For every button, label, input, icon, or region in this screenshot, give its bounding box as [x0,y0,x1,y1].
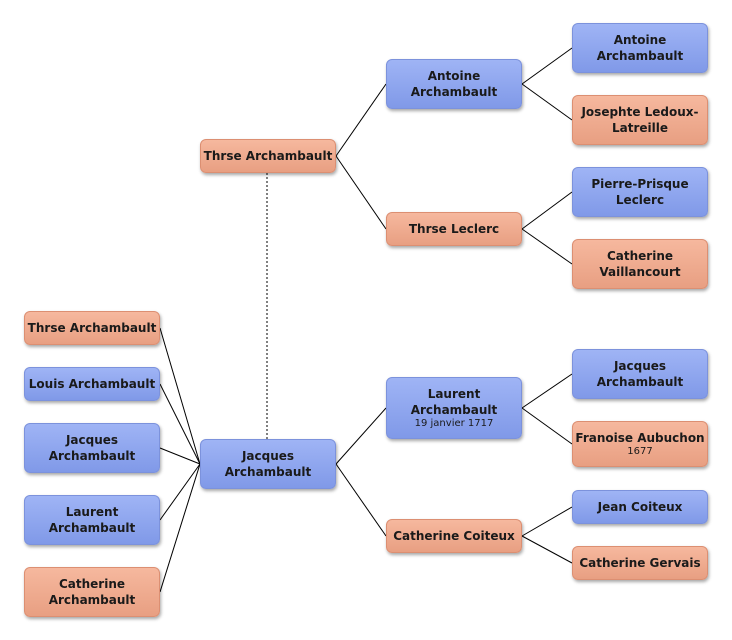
person-name-line1: Jean Coiteux [597,500,683,514]
child-name-line2: Archambault [48,449,136,463]
person-name-line1: Laurent [427,387,481,401]
person-name-line2: Archambault [596,375,684,389]
person-name-line2: Archambault [596,49,684,63]
person-name-line1: Josephte Ledoux- [581,105,699,119]
person-name-line2: Vaillancourt [599,265,681,279]
grandparent-connector [521,506,573,537]
spouse-node[interactable]: Thrse Archambault [200,139,336,173]
person-name-line1: Antoine [613,33,667,47]
child-connector [159,463,201,521]
grandparent-connector [521,83,573,121]
child-node[interactable]: Jacques Archambault [24,423,160,473]
spouse-grandparent-node[interactable]: Pierre-Prisque Leclerc [572,167,708,217]
child-name-line1: Jacques [65,433,119,447]
person-name-line2: Latreille [611,121,668,135]
person-name-line2: Archambault [410,403,498,417]
grandparent-connector [521,47,573,85]
child-name-line1: Louis Archambault [28,377,156,391]
root-grandparent-node[interactable]: Franoise Aubuchon 1677 [572,421,708,467]
person-date: 1677 [627,446,653,457]
child-node[interactable]: Laurent Archambault [24,495,160,545]
child-name-line1: Laurent [65,505,119,519]
person-name-line1: Pierre-Prisque [591,177,689,191]
spouse-grandparent-node[interactable]: Josephte Ledoux- Latreille [572,95,708,145]
root-grandparent-node[interactable]: Jacques Archambault [572,349,708,399]
grandparent-connector [521,191,573,230]
root-name-line1: Jacques [241,449,295,463]
person-name-line2: Leclerc [615,193,665,207]
spouse-mother-node[interactable]: Thrse Leclerc [386,212,522,246]
root-person-node[interactable]: Jacques Archambault [200,439,336,489]
child-connector [159,383,201,465]
root-grandparent-node[interactable]: Catherine Gervais [572,546,708,580]
child-connector [159,463,201,593]
grandparent-connector [521,535,573,564]
child-node[interactable]: Thrse Archambault [24,311,160,345]
grandparent-connector [521,407,573,445]
grandparent-connector [521,228,573,265]
parent-connector [335,407,387,465]
person-name-line1: Antoine [427,69,481,83]
child-node[interactable]: Catherine Archambault [24,567,160,617]
parent-connector [335,155,387,230]
child-name-line1: Catherine [58,577,126,591]
root-father-node[interactable]: Laurent Archambault 19 janvier 1717 [386,377,522,439]
parent-connector [335,463,387,537]
root-mother-node[interactable]: Catherine Coiteux [386,519,522,553]
grandparent-connector [521,373,573,409]
spouse-grandparent-node[interactable]: Antoine Archambault [572,23,708,73]
person-name-line1: Catherine Coiteux [393,529,515,543]
child-name-line2: Archambault [48,593,136,607]
person-date: 19 janvier 1717 [414,418,494,429]
child-connector [159,327,201,465]
person-name-line1: Franoise Aubuchon [575,431,705,445]
spouse-father-node[interactable]: Antoine Archambault [386,59,522,109]
person-name-line2: Archambault [410,85,498,99]
child-node[interactable]: Louis Archambault [24,367,160,401]
child-connector [159,447,201,465]
person-name-line1: Thrse Leclerc [408,222,500,236]
person-name-line1: Jacques [613,359,667,373]
root-name-line2: Archambault [224,465,312,479]
child-name-line2: Archambault [48,521,136,535]
parent-connector [335,83,387,157]
spouse-grandparent-node[interactable]: Catherine Vaillancourt [572,239,708,289]
child-name-line1: Thrse Archambault [27,321,157,335]
person-name-line1: Catherine [606,249,674,263]
spouse-name: Thrse Archambault [203,149,333,163]
person-name-line1: Catherine Gervais [579,556,701,570]
root-grandparent-node[interactable]: Jean Coiteux [572,490,708,524]
